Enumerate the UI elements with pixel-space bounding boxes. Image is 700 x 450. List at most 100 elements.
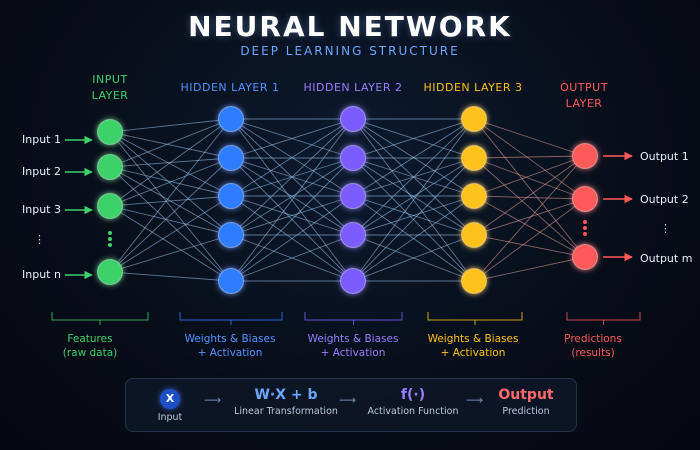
connection-lines (109, 118, 586, 282)
connection-line (352, 118, 475, 282)
neuron-nodes (97, 106, 598, 294)
neuron-hidden3-3 (461, 183, 487, 209)
connection-line (230, 195, 354, 282)
footer-input: Features (raw data) (62, 333, 118, 359)
connection-line (230, 195, 354, 236)
connection-line (473, 256, 586, 282)
connection-line (109, 234, 232, 273)
footer-hidden1: Weights & Biases + Activation (184, 333, 276, 359)
layer-label-hidden3: HIDDEN LAYER 3 (423, 81, 523, 94)
connection-line (109, 157, 232, 273)
connection-line (230, 234, 354, 282)
connection-line (109, 166, 232, 197)
input-label-1: Input 1 (22, 133, 61, 146)
connection-line (352, 118, 475, 197)
neuron-output-3 (572, 244, 598, 270)
output-expression: Output (498, 387, 554, 403)
neuron-hidden3-5 (461, 268, 487, 294)
footer-hidden3: Weights & Biases + Activation (427, 333, 519, 359)
neuron-hidden2-2 (340, 145, 366, 171)
neuron-hidden1-3 (218, 183, 244, 209)
layer-brackets (51, 312, 641, 325)
linear-caption: Linear Transformation (234, 406, 338, 417)
connection-line (109, 131, 232, 236)
neuron-hidden1-1 (218, 106, 244, 132)
neuron-output-2 (572, 186, 598, 212)
connection-line (230, 118, 354, 282)
input-label-2: Input 2 (22, 165, 61, 178)
connection-line (109, 271, 232, 282)
connection-line (473, 155, 586, 197)
connection-line (352, 234, 475, 282)
connection-line (473, 118, 586, 200)
linear-expression: W·X + b (254, 387, 318, 403)
connection-line (352, 118, 475, 236)
connection-line (473, 195, 586, 258)
neuron-hidden2-1 (340, 106, 366, 132)
connection-line (230, 118, 354, 236)
connection-line (473, 195, 586, 200)
connection-line (109, 166, 232, 282)
ellipsis-dot (583, 226, 587, 230)
connection-line (109, 118, 232, 133)
layer-bracket (566, 312, 641, 321)
output-label-ellipsis: ⋮ (660, 222, 671, 235)
layer-label-input: INPUT LAYER (91, 73, 129, 102)
connection-line (473, 234, 586, 258)
footer-output: Predictions (results) (564, 333, 622, 359)
page-title: NEURAL NETWORK (188, 10, 512, 43)
ellipsis-dot (108, 243, 112, 247)
connection-line (109, 195, 232, 207)
output-label-2: Output 2 (640, 193, 689, 206)
neuron-hidden2-4 (340, 222, 366, 248)
ellipsis-dot (108, 237, 112, 241)
neuron-hidden3-1 (461, 106, 487, 132)
layer-bracket (179, 312, 283, 321)
neuron-hidden2-5 (340, 268, 366, 294)
layer-label-hidden2: HIDDEN LAYER 2 (303, 81, 403, 94)
input-label-ellipsis: ⋮ (34, 233, 45, 246)
connection-line (473, 155, 586, 282)
neuron-input-1 (97, 119, 123, 145)
output-caption: Prediction (502, 406, 550, 417)
connection-line (473, 198, 586, 282)
connection-line (109, 205, 232, 236)
connection-line (109, 157, 232, 207)
input-symbol: X (160, 389, 180, 409)
neuron-input-2 (97, 154, 123, 180)
input-label-3: Input 3 (22, 203, 61, 216)
activation-expression: f(·) (400, 387, 426, 403)
neuron-hidden3-2 (461, 145, 487, 171)
connection-line (109, 131, 232, 159)
connection-line (473, 198, 586, 236)
connection-line (109, 118, 232, 207)
neuron-input-4 (97, 259, 123, 285)
formula-panel: X Input ⟶ W·X + b Linear Transformation … (125, 378, 577, 432)
neuron-hidden1-4 (218, 222, 244, 248)
ellipsis-dot (583, 220, 587, 224)
footer-hidden2: Weights & Biases + Activation (307, 333, 399, 359)
neuron-hidden1-2 (218, 145, 244, 171)
connection-line (352, 118, 475, 159)
io-arrows (65, 135, 633, 280)
connection-line (109, 118, 232, 273)
neuron-hidden2-3 (340, 183, 366, 209)
neuron-hidden1-5 (218, 268, 244, 294)
ellipsis-dot (583, 232, 587, 236)
connection-line (352, 195, 475, 282)
layer-label-output: OUTPUT LAYER (560, 81, 608, 110)
layer-bracket (51, 312, 149, 321)
input-label-n: Input n (22, 268, 61, 281)
neuron-output-1 (572, 143, 598, 169)
connection-line (230, 118, 354, 159)
layer-bracket (304, 312, 403, 321)
arrow-right-icon: ⟶ (204, 393, 222, 407)
neuron-hidden3-4 (461, 222, 487, 248)
connection-line (473, 118, 586, 258)
connection-line (230, 118, 354, 197)
connection-line (352, 195, 475, 236)
connection-line (473, 118, 586, 157)
connection-line (230, 157, 354, 236)
output-label-m: Output m (640, 252, 693, 265)
